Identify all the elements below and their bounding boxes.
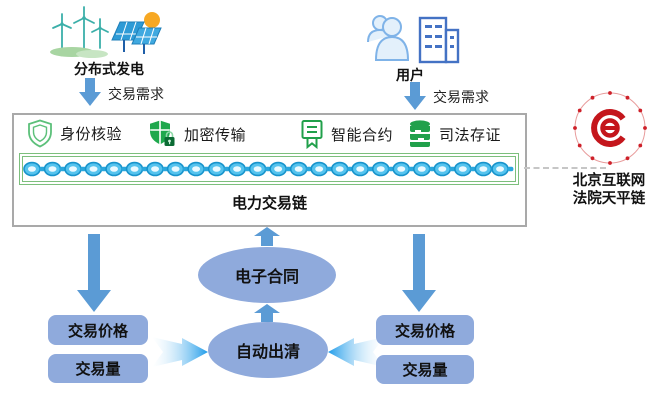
feature-smart-contract: 智能合约 [300,119,393,149]
blockchain-chain-icon [23,161,515,177]
shield-lock-icon [150,120,175,146]
smart-contract-icon [301,120,323,149]
left-volume-label: 交易量 [75,361,121,378]
left-input-arrow-right-icon [152,337,208,367]
judicial-deposit-icon [410,120,430,147]
platform-title: 电力交易链 [231,195,307,212]
feature-identity-verification: 身份核验 [27,119,122,148]
left-price-label: 交易价格 [67,322,128,340]
left-demand-label: 交易需求 [108,86,164,102]
contract-to-chain-arrow-up-icon [254,227,280,246]
right-input-arrow-left-icon [328,337,384,367]
right-volume-node: 交易量 [376,355,474,384]
left-volume-node: 交易量 [48,354,148,383]
feature-label: 智能合约 [331,126,394,144]
court-chain-name-line2: 法院天平链 [572,191,646,207]
court-chain-name-line1: 北京互联网 [572,173,646,189]
left-demand-arrow-down-icon [79,78,101,106]
left-flow-arrow-down-icon [77,234,111,312]
right-price-label: 交易价格 [394,322,455,340]
court-chain-name: 北京互联网 法院天平链 [560,172,658,208]
left-source-label: 分布式发电 [74,61,144,77]
right-flow-arrow-down-icon [402,234,436,312]
right-demand-arrow-down-icon [404,82,426,110]
users-building-icon [367,15,460,64]
dashed-connector [524,167,606,169]
electronic-contract-label: 电子合同 [234,269,299,286]
feature-label: 加密传输 [184,126,247,144]
feature-encrypted-transmission: 加密传输 [149,119,246,149]
wind-solar-icon [50,6,162,58]
right-price-node: 交易价格 [376,315,474,345]
feature-judicial-deposit: 司法存证 [408,119,501,149]
tianping-chain-logo [573,91,647,165]
feature-label: 身份核验 [60,126,123,143]
right-source-label: 用户 [396,67,424,83]
shield-outline-icon [28,119,52,148]
feature-label: 司法存证 [439,126,502,144]
left-price-node: 交易价格 [48,315,148,345]
auto-clearing-node: 自动出清 [208,322,328,378]
clearing-to-contract-arrow-up-icon [254,304,280,322]
auto-clearing-label: 自动出清 [235,344,300,361]
electronic-contract-node: 电子合同 [198,247,336,303]
right-demand-label: 交易需求 [433,89,489,105]
blockchain-frame [19,153,519,185]
right-volume-label: 交易量 [402,362,448,379]
